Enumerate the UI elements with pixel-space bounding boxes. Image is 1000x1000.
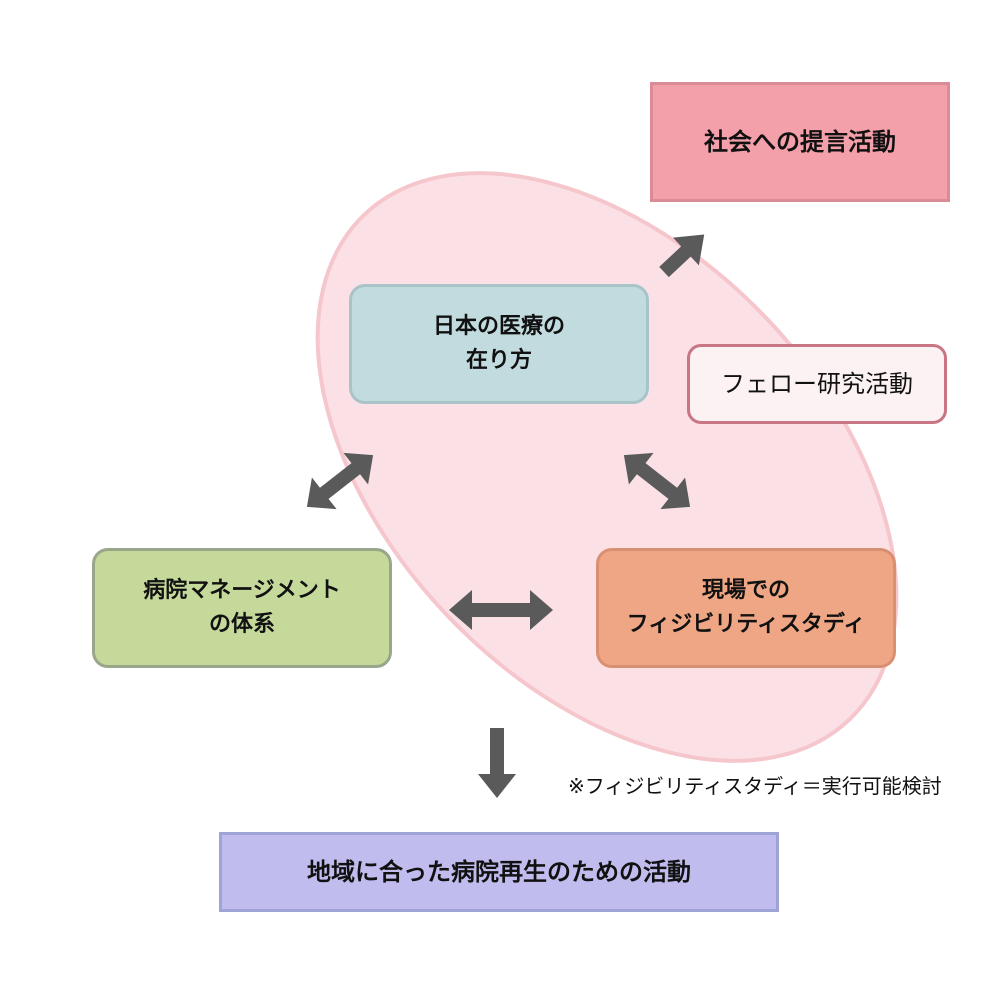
hospital-management-line2: の体系 [208, 612, 275, 637]
society-proposal-label: 社会への提言活動 [704, 128, 896, 156]
fellow-research-box: フェロー研究活動 [687, 344, 947, 424]
field-feasibility-box: 現場での フィジビリティスタディ [596, 548, 896, 668]
society-proposal-box: 社会への提言活動 [650, 82, 950, 202]
field-feasibility-line1: 現場での [701, 578, 790, 603]
double-arrow-management-field [449, 590, 553, 630]
regional-hospital-revival-label: 地域に合った病院再生のための活動 [307, 858, 691, 886]
arrow-down-to-regional [478, 728, 516, 798]
regional-hospital-revival-box: 地域に合った病院再生のための活動 [219, 832, 779, 912]
field-feasibility-line2: フィジビリティスタディ [626, 612, 866, 637]
fellow-research-label: フェロー研究活動 [721, 370, 913, 398]
japan-medical-ideal-box: 日本の医療の 在り方 [349, 284, 649, 404]
arrow-up-right-to-society [659, 234, 705, 278]
hospital-management-line1: 病院マネージメント [143, 578, 341, 603]
footnote: ※フィジビリティスタディ＝実行可能検討 [568, 774, 942, 798]
japan-medical-ideal-line2: 在り方 [465, 348, 532, 373]
double-arrow-ideal-field [623, 452, 691, 510]
double-arrow-ideal-management [306, 452, 374, 510]
japan-medical-ideal-line1: 日本の医療の [432, 314, 565, 339]
hospital-management-box: 病院マネージメント の体系 [92, 548, 392, 668]
